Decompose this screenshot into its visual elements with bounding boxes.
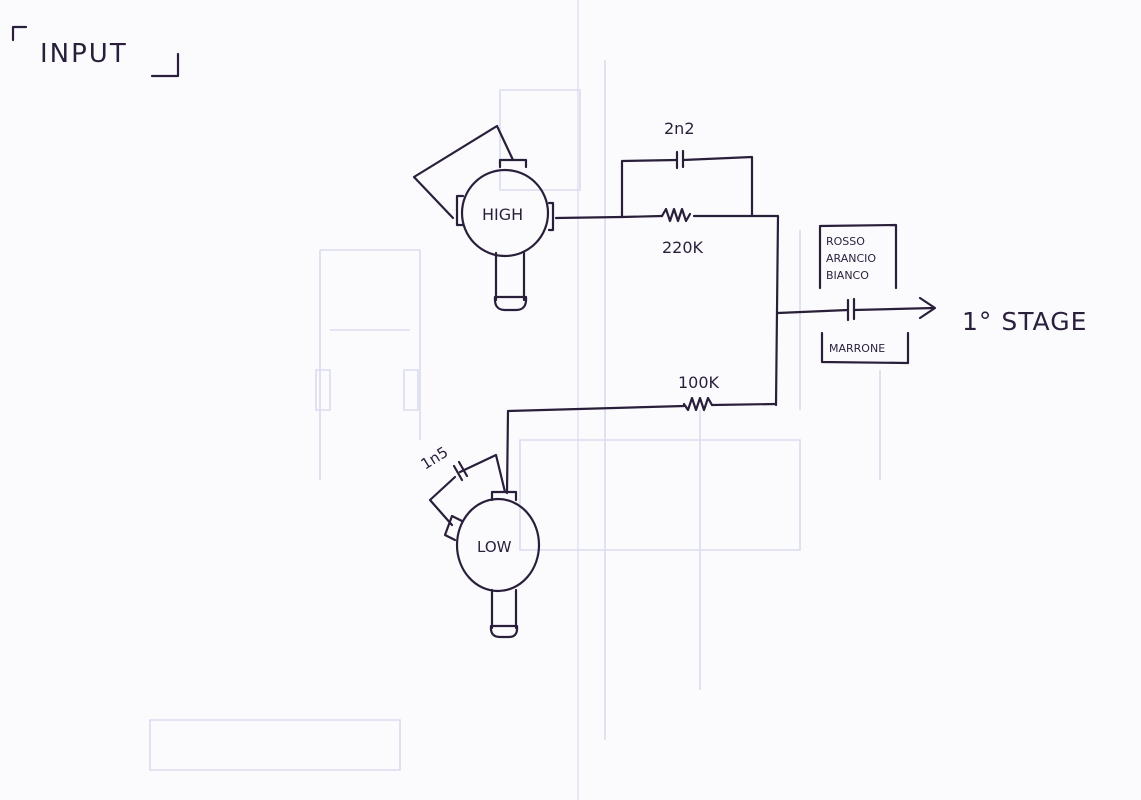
- res-bottom-label: 100K: [678, 373, 720, 392]
- cap-top-label: 2n2: [664, 119, 695, 138]
- high-pickup-label: HIGH: [482, 205, 523, 224]
- output-capacitor: [846, 297, 856, 322]
- output-label: 1° STAGE: [962, 307, 1087, 336]
- low-pickup-label: LOW: [477, 538, 512, 556]
- color-bianco: BIANCO: [826, 269, 869, 282]
- color-box-top: [818, 223, 898, 290]
- capacitor-2n2: [675, 149, 685, 170]
- output-cap-color-bottom: MARRONE: [829, 342, 885, 355]
- cap-low-label: 1n5: [418, 443, 452, 473]
- low-pickup: [428, 453, 541, 639]
- res-top-label: 220K: [662, 238, 704, 257]
- color-arancio: ARANCIO: [826, 252, 876, 265]
- top-network-wires: [554, 149, 780, 407]
- capacitor-1n5: [452, 460, 469, 482]
- bottom-network-wires: [505, 396, 778, 495]
- resistor-220k: [660, 207, 692, 223]
- high-pickup: [412, 124, 555, 312]
- bleed-through-lines: [149, 60, 881, 771]
- color-box-bottom: [820, 331, 910, 365]
- output-cap-colors-top: ROSSO ARANCIO BIANCO: [826, 235, 880, 282]
- input-title: INPUT: [40, 39, 128, 69]
- resistor-100k: [682, 396, 714, 412]
- color-rosso: ROSSO: [826, 235, 865, 248]
- output-arrow: [918, 296, 937, 320]
- output-wiring: [776, 223, 937, 365]
- input-title-bracket: [11, 25, 180, 78]
